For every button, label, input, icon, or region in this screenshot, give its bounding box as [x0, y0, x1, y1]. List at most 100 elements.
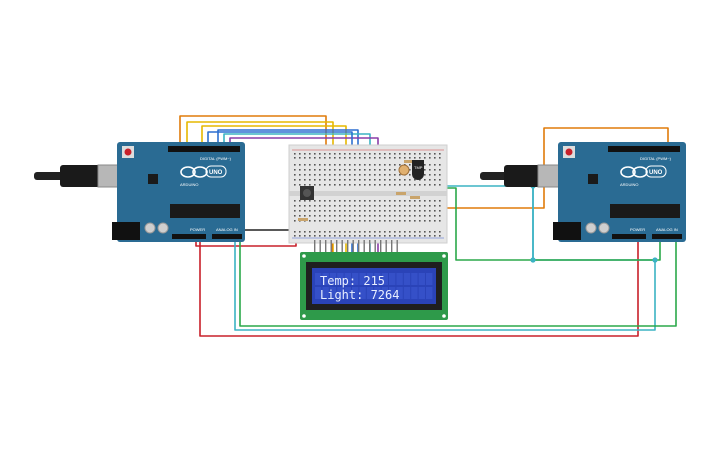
breadboard-hole: [384, 200, 386, 202]
temperature-sensor[interactable]: [412, 160, 424, 180]
lcd-16x2[interactable]: Temp: 215 Light: 7264: [300, 240, 448, 320]
lcd-char-cell: [403, 273, 411, 285]
lcd-char-cell: [381, 273, 388, 285]
breadboard-hole: [379, 235, 381, 237]
breadboard-hole: [399, 200, 401, 202]
breadboard-hole: [344, 174, 346, 176]
breadboard-hole: [434, 231, 436, 233]
breadboard-hole: [439, 153, 441, 155]
breadboard-hole: [309, 174, 311, 176]
breadboard[interactable]: TMP: [288, 144, 448, 244]
wire-teal-bottom[interactable]: [234, 236, 656, 331]
breadboard-hole: [344, 205, 346, 207]
breadboard-hole: [379, 220, 381, 222]
breadboard-hole: [394, 210, 396, 212]
lcd-pin: [330, 240, 332, 253]
breadboard-hole: [319, 200, 321, 202]
breadboard-hole: [304, 235, 306, 237]
breadboard-hole: [314, 164, 316, 166]
breadboard-hole: [434, 169, 436, 171]
breadboard-hole: [319, 169, 321, 171]
lcd-pin-header: [314, 240, 398, 253]
breadboard-hole: [379, 231, 381, 233]
breadboard-hole: [419, 205, 421, 207]
usb-plug: [504, 165, 540, 187]
breadboard-hole: [414, 210, 416, 212]
breadboard-hole: [319, 174, 321, 176]
atmega-chip: [610, 204, 680, 218]
breadboard-hole: [394, 153, 396, 155]
wire-orange-right[interactable]: [296, 127, 669, 209]
breadboard-hole: [299, 215, 301, 217]
breadboard-hole: [389, 235, 391, 237]
breadboard-hole: [389, 179, 391, 181]
breadboard-hole: [434, 220, 436, 222]
breadboard-hole: [379, 215, 381, 217]
wire-green-bottom[interactable]: [239, 236, 677, 327]
breadboard-hole: [334, 215, 336, 217]
arduino-uno-right[interactable]: UNO ARDUINO DIGITAL (PWM~) POWER ANALOG …: [480, 142, 686, 242]
breadboard-hole: [379, 179, 381, 181]
breadboard-hole: [319, 215, 321, 217]
reset-button-cap[interactable]: [124, 148, 132, 156]
pushbutton-cap[interactable]: [303, 189, 311, 197]
wire-red-bottom[interactable]: [199, 236, 639, 337]
lcd-char-cell: [381, 287, 388, 299]
breadboard-hole: [429, 179, 431, 181]
breadboard-hole: [299, 231, 301, 233]
breadboard-hole: [354, 205, 356, 207]
breadboard-hole: [399, 174, 401, 176]
breadboard-hole: [404, 235, 406, 237]
breadboard-hole: [379, 184, 381, 186]
breadboard-hole: [294, 164, 296, 166]
breadboard-hole: [414, 205, 416, 207]
breadboard-hole: [309, 184, 311, 186]
breadboard-hole: [364, 153, 366, 155]
breadboard-hole: [344, 184, 346, 186]
capacitor: [585, 222, 597, 234]
breadboard-hole: [319, 235, 321, 237]
breadboard-hole: [369, 235, 371, 237]
breadboard-hole: [309, 205, 311, 207]
breadboard-hole: [424, 205, 426, 207]
breadboard-hole: [294, 231, 296, 233]
breadboard-hole: [319, 164, 321, 166]
breadboard-hole: [339, 164, 341, 166]
breadboard-hole: [409, 215, 411, 217]
breadboard-hole: [424, 210, 426, 212]
breadboard-hole: [329, 153, 331, 155]
breadboard-hole: [399, 235, 401, 237]
breadboard-hole: [299, 205, 301, 207]
arduino-uno-left[interactable]: UNO ARDUINO DIGITAL (PWM~) POWER ANALOG …: [34, 142, 245, 242]
breadboard-hole: [409, 153, 411, 155]
breadboard-hole: [384, 179, 386, 181]
analog-header: [652, 234, 682, 239]
photoresistor[interactable]: [398, 164, 410, 176]
breadboard-hole: [334, 169, 336, 171]
brand-label: ARDUINO: [620, 182, 638, 187]
breadboard-hole: [369, 164, 371, 166]
breadboard-hole: [324, 210, 326, 212]
breadboard-hole: [404, 157, 406, 159]
breadboard-hole: [429, 174, 431, 176]
breadboard-hole: [409, 184, 411, 186]
breadboard-hole: [359, 179, 361, 181]
lcd-char-cell: [359, 273, 366, 285]
lcd-char-cell: [418, 273, 425, 285]
resistor: [298, 218, 308, 221]
breadboard-hole: [309, 179, 311, 181]
breadboard-hole: [394, 200, 396, 202]
lcd-char-cell: [389, 273, 396, 285]
reset-button-cap[interactable]: [565, 148, 573, 156]
breadboard-hole: [434, 200, 436, 202]
breadboard-hole: [394, 157, 396, 159]
lcd-pin: [341, 240, 343, 253]
breadboard-hole: [379, 164, 381, 166]
breadboard-hole: [419, 184, 421, 186]
breadboard-hole: [369, 200, 371, 202]
breadboard-hole: [394, 164, 396, 166]
breadboard-hole: [304, 210, 306, 212]
breadboard-hole: [319, 184, 321, 186]
breadboard-hole: [409, 164, 411, 166]
